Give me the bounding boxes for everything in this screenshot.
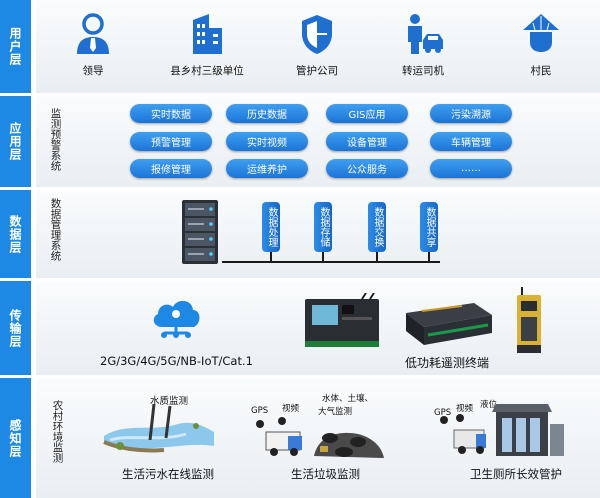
user-driver: 转运司机 (368, 12, 478, 78)
data-layer-divider (0, 278, 600, 281)
data-item-sharing: 数据共享 (420, 202, 438, 252)
data-bus-drop (428, 250, 430, 262)
network-label: 2G/3G/4G/5G/NB-IoT/Cat.1 (100, 354, 253, 368)
data-item-exchange: 数据交换 (368, 202, 386, 252)
data-item-processing: 数据处理 (262, 202, 280, 252)
user-layer-tab: 用户层 (0, 0, 31, 93)
app-button-public-service[interactable]: 公众服务 (326, 159, 408, 178)
driver-icon (408, 14, 443, 54)
app-layer: 应用层 监测预警系统 实时数据 历史数据 GIS应用 污染溯源 预警管理 实时视… (0, 96, 600, 190)
waste-air-tag: 大气监测 (318, 407, 353, 417)
app-button-device-mgmt[interactable]: 设备管理 (326, 132, 408, 151)
user-units: 县乡村三级单位 (152, 12, 262, 78)
sensing-layer-title: 感知层 (8, 418, 22, 458)
toilet-video-tag: 视频 (456, 404, 474, 414)
user-label-driver: 转运司机 (402, 65, 444, 77)
data-layer: 数据层 数据管理系统 数据处理 数据存储 数据交换 数据共享 (0, 190, 600, 281)
app-button-live-video[interactable]: 实时视频 (226, 132, 308, 151)
user-label-leader: 领导 (82, 65, 104, 77)
leader-icon (77, 13, 109, 54)
user-label-villager: 村民 (530, 65, 552, 77)
waste-water-tag: 水体、土壤、 (322, 394, 374, 404)
app-layer-divider (0, 187, 600, 190)
waste-gps-tag: GPS (251, 406, 269, 416)
water-caption: 生活污水在线监测 (122, 467, 214, 481)
transport-layer-title: 传输层 (8, 308, 22, 348)
server-icon (182, 200, 218, 264)
terminal-label: 低功耗遥测终端 (405, 356, 490, 370)
transport-layer-divider (0, 375, 600, 378)
toilet-facility-icon (440, 404, 564, 456)
cloud-network-icon (153, 300, 200, 338)
user-label-company: 管护公司 (296, 65, 338, 77)
user-leader: 领导 (38, 12, 148, 78)
transport-layer: 传输层 2G/3G/4G/5G/NB-IoT/Cat.1 低功耗遥测终端 (0, 281, 600, 378)
dtu-module-icon (517, 287, 541, 353)
app-button-repair-mgmt[interactable]: 报修管理 (130, 159, 212, 178)
app-side-label: 监测预警系统 (49, 108, 62, 171)
data-layer-title: 数据层 (8, 214, 22, 254)
user-company: 管护公司 (262, 12, 372, 78)
data-item-storage: 数据存储 (314, 202, 332, 252)
sensing-layer-tab: 感知层 (0, 378, 31, 498)
user-layer-divider (0, 93, 600, 96)
app-button-alert-mgmt[interactable]: 预警管理 (130, 132, 212, 151)
water-channel-icon (103, 403, 214, 453)
waste-caption: 生活垃圾监测 (291, 467, 360, 481)
transport-layer-tab: 传输层 (0, 281, 31, 375)
data-side-label: 数据管理系统 (49, 198, 62, 261)
app-layer-background (36, 96, 600, 187)
data-bus-drop (270, 250, 272, 262)
data-bus-drop (322, 250, 324, 262)
sensing-layer: 感知层 农村环境监测 水质监测 生活污水在线监测 GPS 视频 水体、土壤、 大… (0, 378, 600, 498)
sensing-side-label: 农村环境监测 (51, 400, 64, 463)
water-quality-tag: 水质监测 (150, 396, 189, 407)
toilet-level-tag: 液位 (480, 400, 498, 410)
shield-icon (302, 15, 332, 54)
app-button-more[interactable]: …… (430, 159, 512, 178)
app-button-realtime-data[interactable]: 实时数据 (130, 104, 212, 123)
user-layer: 用户层 领导 县乡村三级单位 管护公司 (0, 0, 600, 96)
data-bus-drop (376, 250, 378, 262)
app-button-vehicle-mgmt[interactable]: 车辆管理 (430, 132, 512, 151)
app-button-gis[interactable]: GIS应用 (326, 104, 408, 123)
toilet-gps-tag: GPS (434, 408, 452, 418)
data-layer-tab: 数据层 (0, 190, 31, 278)
data-bus-line (222, 261, 440, 263)
building-icon (193, 14, 222, 54)
waste-video-tag: 视频 (282, 404, 300, 414)
app-button-maintenance[interactable]: 运维养护 (226, 159, 308, 178)
app-layer-tab: 应用层 (0, 96, 31, 187)
app-button-history-data[interactable]: 历史数据 (226, 104, 308, 123)
rtu-terminal-icon (305, 293, 379, 347)
user-villager: 村民 (486, 12, 596, 78)
app-button-pollution-trace[interactable]: 污染溯源 (430, 104, 512, 123)
user-label-units: 县乡村三级单位 (170, 65, 244, 77)
telemetry-box-icon (406, 303, 492, 345)
app-layer-title: 应用层 (8, 122, 22, 161)
toilet-caption: 卫生厕所长效管护 (470, 467, 562, 481)
villager-hat-icon (523, 14, 559, 52)
user-layer-title: 用户层 (8, 27, 22, 66)
garbage-truck-scene-icon (256, 417, 384, 458)
